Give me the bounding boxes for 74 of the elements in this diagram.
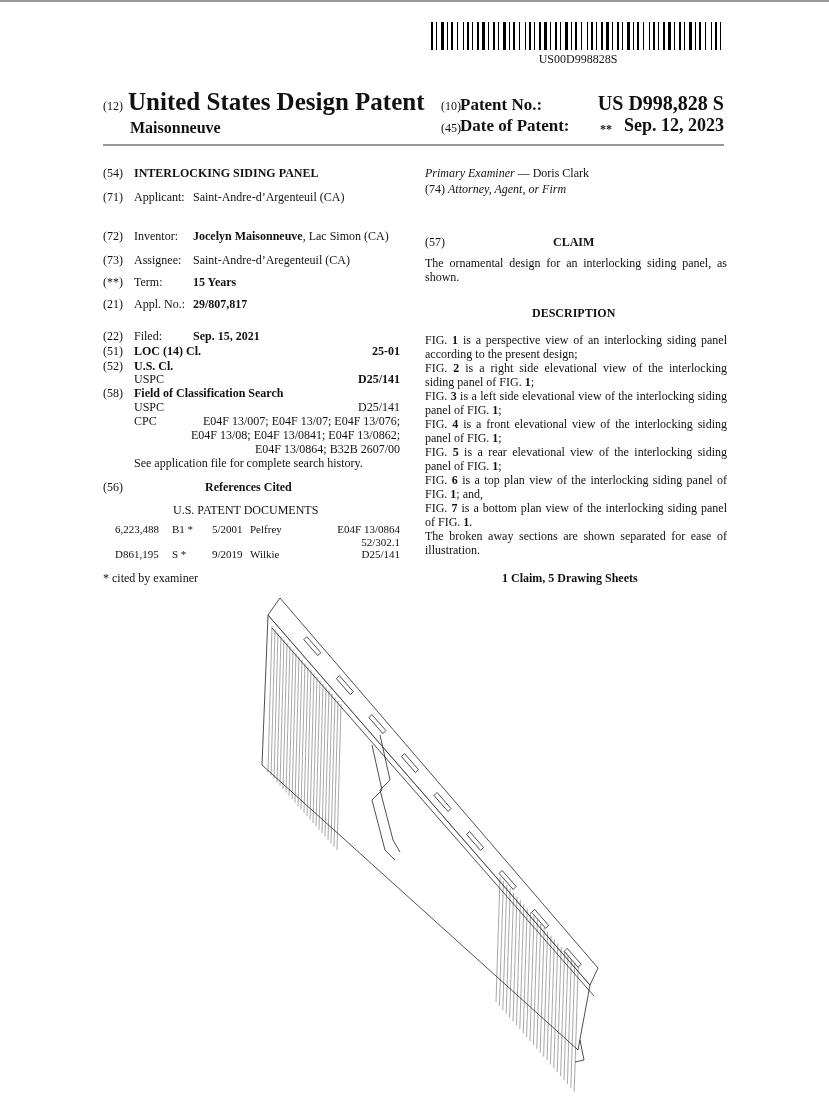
section-code: (10)	[441, 99, 461, 113]
table-text: D25/141	[360, 547, 400, 561]
patent-date: Sep. 12, 2023	[623, 115, 724, 135]
section-code: (12)	[103, 99, 123, 113]
field-value: D25/141	[357, 400, 400, 414]
field-value: D25/141	[357, 372, 400, 386]
field-label: Field of Classification Search	[134, 386, 284, 400]
section-code: (52)	[103, 359, 123, 373]
claim-text: The ornamental design for an interlocking siding panel, as shown.	[425, 256, 727, 284]
field-label: USPC	[134, 372, 165, 386]
table-text: 6,223,488	[115, 522, 159, 536]
section-code: (58)	[103, 386, 123, 400]
table-text: 9/2019	[212, 547, 243, 561]
description-text: FIG. 2 is a right side elevational view of the interlocking siding panel of FIG. 1;	[425, 361, 727, 389]
document-title: United States Design Patent	[128, 88, 425, 116]
table-text: 5/2001	[212, 522, 243, 536]
description-text: FIG. 1 is a perspective view of an interlocking siding panel according to the present design;	[425, 333, 727, 361]
table-text: S *	[172, 547, 187, 561]
section-code: (54)	[103, 166, 123, 180]
field-label: Assignee:	[134, 253, 182, 267]
patent-title: INTERLOCKING SIDING PANEL	[134, 166, 319, 180]
field-value: Jocelyn Maisonneuve, Lac Simon (CA)	[193, 229, 389, 243]
field-value: Saint-Andre-d’Argenteuil (CA)	[193, 190, 345, 204]
field-label: Appl. No.:	[134, 297, 185, 311]
table-text: Pelfrey	[250, 522, 282, 536]
table-text: 52/302.1	[360, 535, 400, 549]
table-text: D861,195	[115, 547, 159, 561]
field-label: Date of Patent:	[460, 116, 570, 135]
section-heading: DESCRIPTION	[532, 306, 616, 320]
field-value: Sep. 15, 2021	[193, 329, 260, 343]
field-label: Patent No.:	[460, 95, 543, 114]
section-heading: U.S. PATENT DOCUMENTS	[173, 503, 319, 517]
note-text: See application file for complete search history.	[134, 456, 363, 470]
table-text: Wilkie	[250, 547, 280, 561]
section-code: (**)	[103, 275, 123, 289]
field-label: CPC	[134, 414, 157, 428]
summary-text: 1 Claim, 5 Drawing Sheets	[502, 571, 638, 585]
inventor-surname: Maisonneuve	[130, 119, 221, 137]
section-code: (21)	[103, 297, 123, 311]
description-text: The broken away sections are shown separated for ease of illustration.	[425, 529, 727, 557]
table-text: E04F 13/0864	[336, 522, 400, 536]
section-code: (56)	[103, 480, 123, 494]
field-label: LOC (14) Cl.	[134, 344, 201, 358]
description-text: FIG. 3 is a left side elevational view of the interlocking siding panel of FIG. 1;	[425, 389, 727, 417]
section-code: (71)	[103, 190, 123, 204]
section-code: (72)	[103, 229, 123, 243]
classification-codes: E04F 13/007; E04F 13/07; E04F 13/076; E04F 13/08; E04F 13/0841; E04F 13/0862; E04F 13/0864; B32B 2607/00	[190, 414, 400, 456]
section-code: (45)	[441, 121, 461, 135]
section-heading: References Cited	[205, 480, 292, 494]
field-value: 29/807,817	[193, 297, 248, 311]
footnote-text: * cited by examiner	[103, 571, 198, 585]
field-label: Filed:	[134, 329, 162, 343]
term-marker: **	[600, 122, 612, 136]
section-code: (51)	[103, 344, 123, 358]
field-label: Term:	[134, 275, 163, 289]
description-text: FIG. 5 is a rear elevational view of the interlocking siding panel of FIG. 1;	[425, 445, 727, 473]
patent-number: US D998,828 S	[596, 92, 724, 114]
barcode-number: US00D998828S	[537, 52, 619, 66]
section-code: (73)	[103, 253, 123, 267]
section-heading: CLAIM	[553, 235, 595, 249]
section-code: (57)	[425, 235, 445, 249]
field-value: Saint-Andre-d’Aregenteuil (CA)	[193, 253, 350, 267]
table-text: B1 *	[172, 522, 194, 536]
field-label: Applicant:	[134, 190, 185, 204]
section-code: (22)	[103, 329, 123, 343]
field-label: Inventor:	[134, 229, 178, 243]
field-label: U.S. Cl.	[134, 359, 174, 373]
description-text: FIG. 4 is a front elevational view of the interlocking siding panel of FIG. 1;	[425, 417, 727, 445]
examiner-text: Primary Examiner — Doris Clark	[425, 166, 589, 180]
field-value: 25-01	[371, 344, 400, 358]
attorney-text: (74) Attorney, Agent, or Firm	[425, 182, 567, 196]
field-value: 15 Years	[193, 275, 237, 289]
field-label: USPC	[134, 400, 165, 414]
description-text: FIG. 7 is a bottom plan view of the interlocking siding panel of FIG. 1.	[425, 501, 727, 529]
